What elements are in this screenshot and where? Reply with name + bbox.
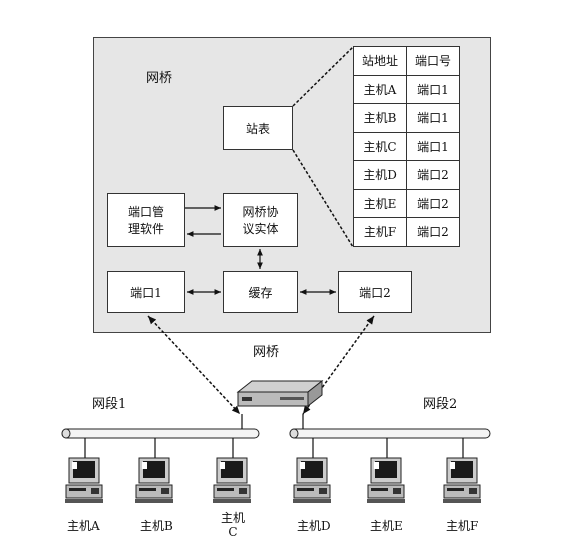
- port1-label: 端口1: [130, 285, 162, 300]
- port1-box: 端口1: [107, 271, 185, 313]
- station-table-row: 主机B 端口1: [353, 103, 460, 133]
- station-table: 站地址 端口号 主机A 端口1 主机B 端口1 主机C 端口1 主机D 端口2 …: [353, 46, 460, 247]
- port-management-box: 端口管 理软件: [107, 193, 185, 247]
- station-table-cell: 主机F: [353, 217, 407, 247]
- host-a-label: 主机A: [67, 519, 100, 533]
- station-table-row: 主机A 端口1: [353, 74, 460, 104]
- station-table-cell: 端口2: [406, 217, 460, 247]
- station-table-header-cell: 端口号: [406, 46, 460, 76]
- host-b-computer-icon: [134, 457, 174, 504]
- station-table-header-row: 站地址 端口号: [353, 46, 460, 76]
- buffer-label: 缓存: [248, 285, 273, 300]
- station-table-cell: 端口1: [406, 131, 460, 161]
- station-table-box: 站表: [223, 106, 293, 150]
- station-table-box-label: 站表: [245, 121, 270, 136]
- host-b-label: 主机B: [140, 519, 173, 533]
- segment1-cable: [61, 414, 260, 439]
- station-link-top: [292, 46, 354, 107]
- host-d-label: 主机D: [297, 519, 331, 533]
- station-table-cell: 端口1: [406, 103, 460, 133]
- station-table-cell: 主机B: [353, 103, 407, 133]
- host-f-computer-icon: [442, 457, 482, 504]
- port2-box: 端口2: [338, 271, 412, 313]
- protocol-entity-box: 网桥协 议实体: [223, 193, 298, 247]
- segment1-label: 网段1: [92, 397, 127, 412]
- station-table-cell: 端口1: [406, 74, 460, 104]
- port1-segment1-link: [147, 315, 241, 415]
- station-table-cell: 主机C: [353, 131, 407, 161]
- segment2-label: 网段2: [423, 397, 458, 412]
- bridge-device-label: 网桥: [253, 345, 280, 360]
- station-table-row: 主机F 端口2: [353, 217, 460, 247]
- station-link-bottom: [292, 149, 354, 248]
- host-e-computer-icon: [366, 457, 406, 504]
- protocol-entity-label: 网桥协 议实体: [242, 205, 279, 236]
- host-d-computer-icon: [292, 457, 332, 504]
- station-table-row: 主机E 端口2: [353, 188, 460, 218]
- port-management-label: 端口管 理软件: [127, 205, 164, 236]
- station-table-header-cell: 站地址: [353, 46, 407, 76]
- bridge-panel-title: 网桥: [146, 71, 173, 86]
- bridge-device-icon: [236, 379, 324, 408]
- buffer-box: 缓存: [223, 271, 298, 313]
- host-c-computer-icon: [212, 457, 252, 504]
- host-c-label: 主机 C: [220, 511, 245, 539]
- station-table-cell: 主机D: [353, 160, 407, 190]
- host-e-label: 主机E: [370, 519, 403, 533]
- port2-label: 端口2: [359, 285, 391, 300]
- station-table-row: 主机C 端口1: [353, 131, 460, 161]
- host-a-computer-icon: [64, 457, 104, 504]
- host-drop-lines: [84, 438, 464, 458]
- segment2-cable: [289, 414, 491, 439]
- host-f-label: 主机F: [446, 519, 479, 533]
